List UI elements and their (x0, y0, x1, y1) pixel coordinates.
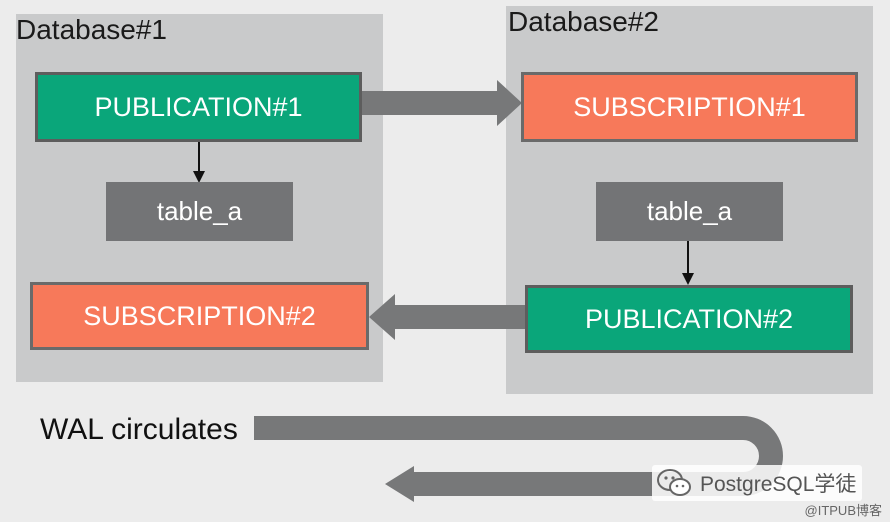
table-a-db1-box: table_a (106, 182, 293, 241)
subscription-2-box: SUBSCRIPTION#2 (30, 282, 369, 350)
table-to-pub2-arrowhead (682, 273, 694, 285)
pub1-to-table-arrowhead (193, 171, 205, 183)
database-2-title: Database#2 (508, 6, 660, 37)
database-1-title: Database#1 (16, 14, 168, 45)
watermark: PostgreSQL学徒 (652, 465, 863, 501)
watermark-brand: PostgreSQL学徒 (700, 473, 857, 496)
publication-1-box: PUBLICATION#1 (35, 72, 362, 142)
table-a-db2-box: table_a (596, 182, 783, 241)
wal-circulates-label: WAL circulates (40, 413, 238, 446)
watermark-credit: @ITPUB博客 (804, 503, 882, 518)
replication-arrow-db1-to-db2 (362, 80, 522, 126)
subscription-1-box: SUBSCRIPTION#1 (521, 72, 858, 142)
publication-2-box: PUBLICATION#2 (525, 285, 853, 353)
replication-arrow-db2-to-db1 (369, 294, 525, 340)
wechat-icon (657, 469, 691, 496)
wal-loop-arrowhead (385, 466, 414, 502)
